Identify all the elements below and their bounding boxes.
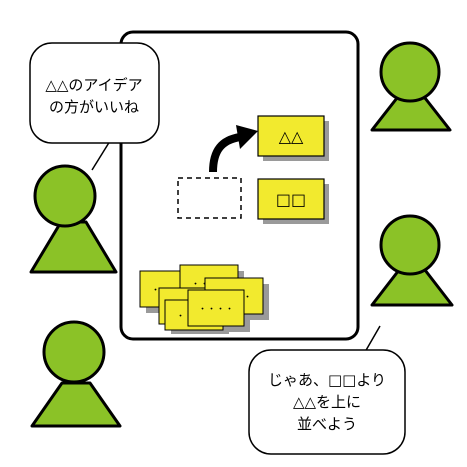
idea-card-squares: □□ (257, 178, 329, 224)
idea-card-triangles: △△ (257, 115, 329, 161)
speech-right-line3: 並べよう (297, 415, 357, 433)
speech-bubble-left: △△のアイデア の方がいいね (29, 42, 160, 171)
stack-card (187, 289, 245, 327)
move-arrow (209, 125, 258, 173)
stack-card-label: ・・・・ (198, 305, 234, 315)
person-top-left (29, 164, 118, 274)
speech-right-line2: △△を上に (293, 393, 361, 411)
card-stack: ・・・・ ・・・・ ・・・・ ・・・・ ・・・・ ・・・・ (139, 264, 269, 334)
person-bottom-left (30, 320, 122, 428)
card-squares-label: □□ (276, 190, 306, 209)
card-triangles-label: △△ (279, 127, 304, 146)
person-right (370, 214, 454, 307)
speech-right-line1: じゃあ、□□より (268, 371, 386, 389)
empty-card-slot (177, 177, 242, 219)
person-top-right (370, 41, 452, 132)
whiteboard (119, 30, 360, 341)
speech-bubble-right: じゃあ、□□より △△を上に 並べよう (248, 325, 406, 455)
speech-left-line1: △△のアイデア (45, 76, 142, 94)
speech-left-line2: の方がいいね (49, 98, 139, 116)
